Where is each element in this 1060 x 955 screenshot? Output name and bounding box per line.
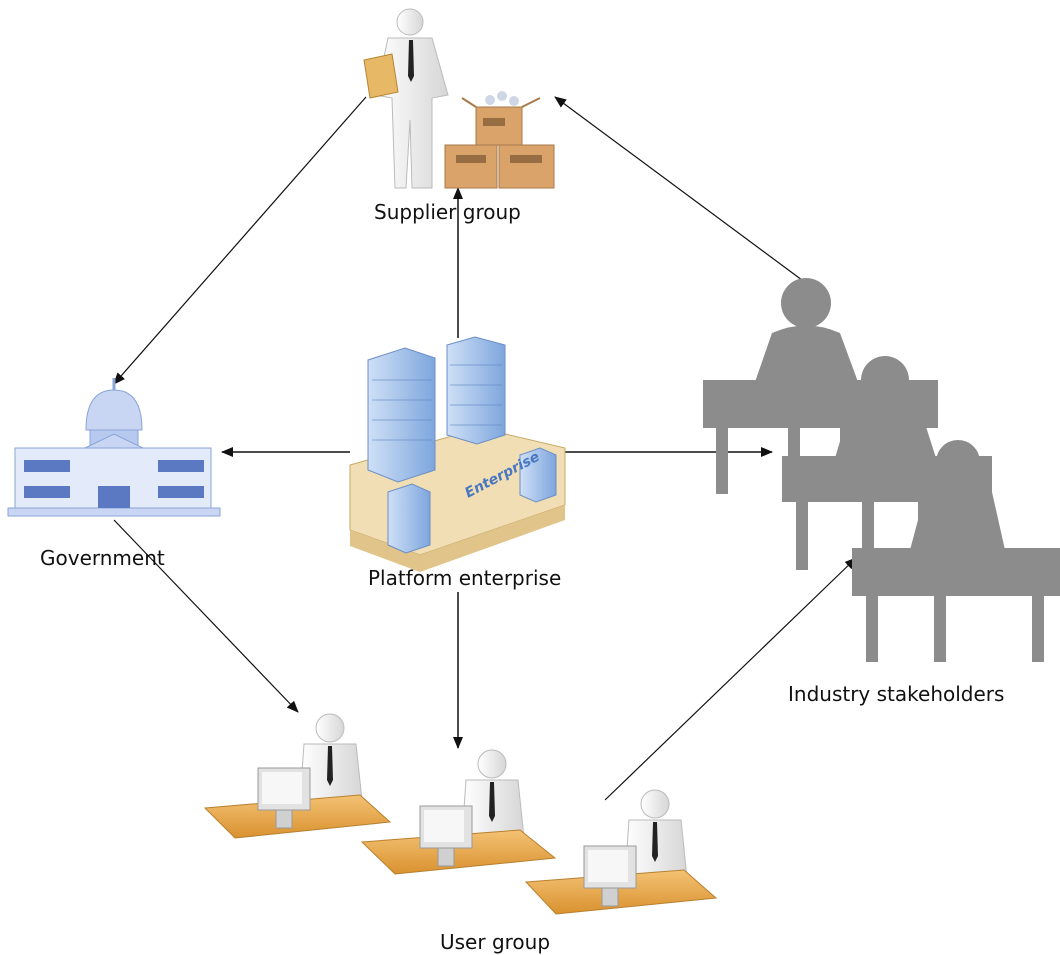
user-workstation [524,789,718,915]
industry-stakeholders-label: Industry stakeholders [788,682,1005,706]
edge-industry-supplier [554,96,807,284]
user-workstation [360,749,557,875]
enterprise-buildings-icon: Enterprise [349,336,566,572]
people-at-desks-icon [703,278,1060,662]
government-building-icon [7,378,221,517]
user-group-label: User group [440,930,551,954]
platform-enterprise-label: Platform enterprise [368,566,562,590]
edge-supplier-government [113,96,367,385]
supplier-group-label: Supplier group [374,200,521,224]
users-at-computers-icon [203,713,718,915]
government-label: Government [40,546,165,570]
edge-users-industry [604,557,857,801]
user-workstation [203,713,392,839]
edge-government-users [113,519,299,713]
supplier-person-with-boxes-icon [363,8,555,189]
